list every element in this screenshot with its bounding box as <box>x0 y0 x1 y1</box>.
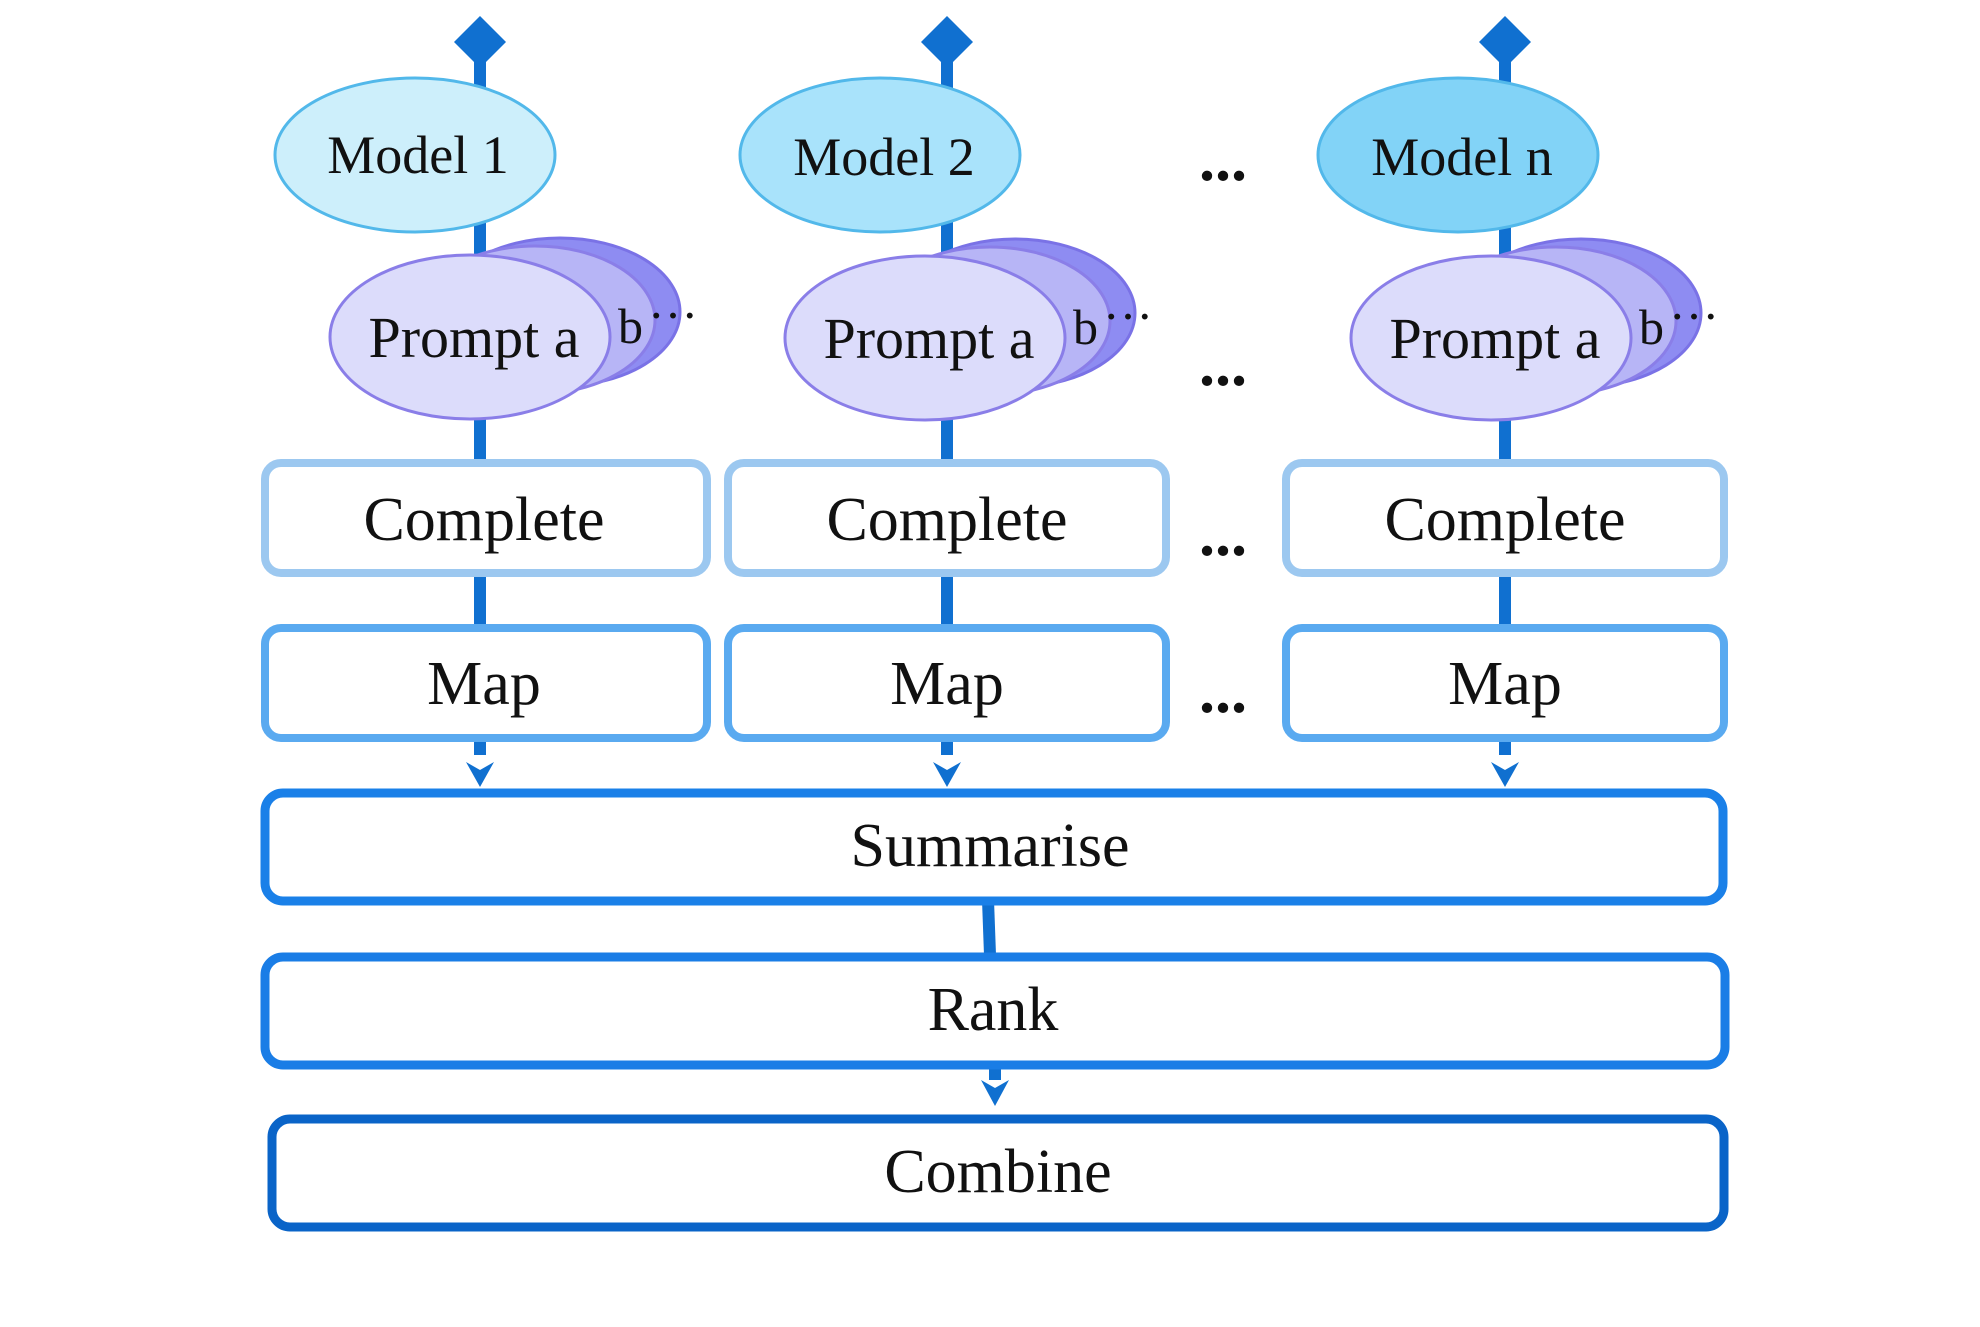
arrow-coln-icon <box>1491 762 1519 787</box>
rank-box <box>260 952 1730 1070</box>
summarise-stage: Summarise <box>260 788 1728 906</box>
model-node <box>273 76 557 234</box>
prompt-node <box>1349 254 1633 422</box>
ellipsis-models: ... <box>1199 123 1247 194</box>
rank-label: Rank <box>928 976 1059 1044</box>
prompt-label: Prompt a <box>368 305 579 370</box>
summarise-label: Summarise <box>851 812 1130 880</box>
prompt-stack: Prompt a b … <box>328 236 698 421</box>
combine-label: Combine <box>884 1138 1111 1206</box>
map-box <box>261 624 711 742</box>
inputs <box>454 16 1531 68</box>
prompt-b-label: b <box>1073 299 1098 355</box>
model-label: Model n <box>1371 127 1553 187</box>
prompt-label: Prompt a <box>823 306 1034 371</box>
prompt-more-label: … <box>648 273 698 329</box>
arrowheads <box>466 762 1519 1106</box>
model-node <box>738 76 1022 234</box>
prompt-b-label: b <box>1639 299 1664 355</box>
model-node <box>1316 76 1600 234</box>
model-label: Model 1 <box>327 125 509 185</box>
prompt-stack: Prompt a b … <box>1349 237 1719 422</box>
input-diamond-icon <box>1479 16 1531 68</box>
input-diamond-icon <box>454 16 506 68</box>
arrow-col1-icon <box>466 762 494 787</box>
input-diamond-icon <box>921 16 973 68</box>
prompt-stack: Prompt a b … <box>783 237 1153 422</box>
ellipsis-map: ... <box>1199 655 1247 726</box>
prompt-more-label: … <box>1103 274 1153 330</box>
prompt-more-label: … <box>1669 274 1719 330</box>
complete-box <box>724 459 1170 577</box>
ellipsis-markers: ... ... ... ... <box>1199 123 1247 726</box>
column-n: Model n Prompt a b … Complete Map <box>1282 76 1728 742</box>
column-1: Model 1 Prompt a b … Complete Map <box>261 76 711 742</box>
connector-summarise-rank <box>982 899 996 956</box>
prompt-b-label: b <box>618 298 643 354</box>
arrow-col2-icon <box>933 762 961 787</box>
complete-box <box>1282 459 1728 577</box>
map-label: Map <box>427 650 541 718</box>
rank-stage: Rank <box>260 952 1730 1070</box>
summarise-box <box>260 788 1728 906</box>
map-box <box>724 624 1170 742</box>
column-2: Model 2 Prompt a b … Complete Map <box>724 76 1170 742</box>
complete-label: Complete <box>1384 486 1625 554</box>
combine-box <box>267 1114 1729 1232</box>
prompt-node <box>328 253 612 421</box>
prompt-label: Prompt a <box>1389 306 1600 371</box>
complete-box <box>261 459 711 577</box>
arrow-rank-combine-icon <box>981 1080 1009 1106</box>
complete-label: Complete <box>826 486 1067 554</box>
map-box <box>1282 624 1728 742</box>
map-label: Map <box>890 650 1004 718</box>
complete-label: Complete <box>363 486 604 554</box>
ellipsis-prompts: ... <box>1199 328 1247 399</box>
map-label: Map <box>1448 650 1562 718</box>
combine-stage: Combine <box>267 1114 1729 1232</box>
ellipsis-complete: ... <box>1199 498 1247 569</box>
prompt-node <box>783 254 1067 422</box>
model-label: Model 2 <box>793 127 975 187</box>
